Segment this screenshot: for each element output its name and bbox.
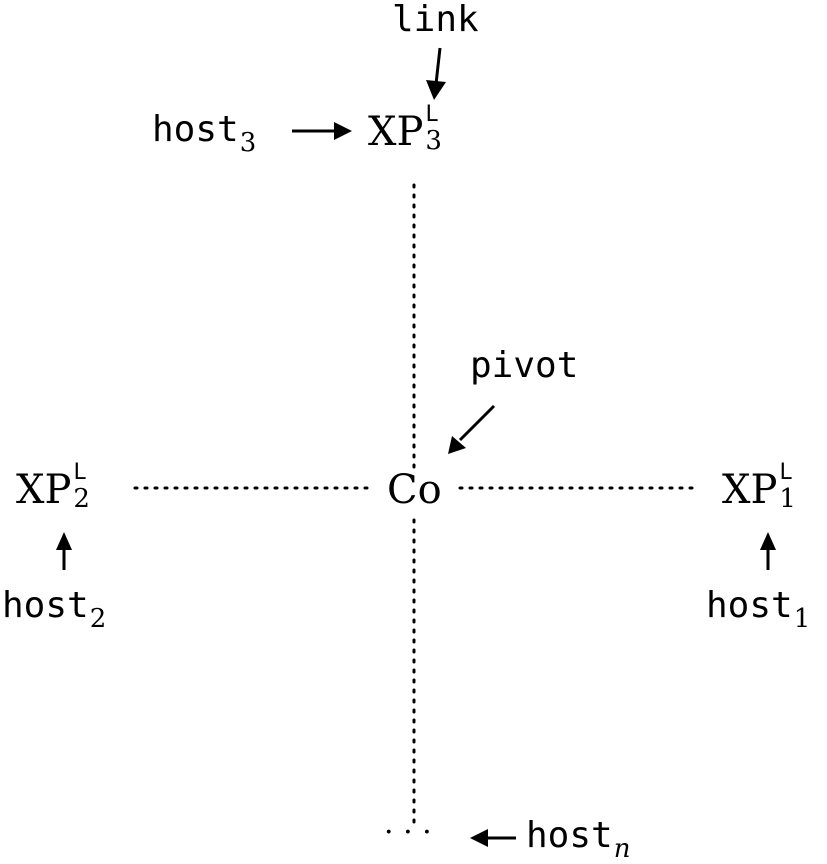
host1-base: host <box>706 585 793 626</box>
link-label: link <box>392 0 479 40</box>
arrow-host2-to-xp2 <box>56 532 72 570</box>
arrow-host1-to-xp1 <box>760 532 776 570</box>
node-ellipsis: · · · <box>384 815 432 850</box>
xp3-base: XP <box>368 109 424 155</box>
xp3-sub: 3 <box>425 126 442 156</box>
host2-sub: 2 <box>89 604 107 634</box>
xp2-sub: 2 <box>73 484 90 514</box>
xp1-sup: L <box>779 460 793 485</box>
arrow-host3-to-xp3 <box>292 122 352 140</box>
arrow-link-to-xp3 <box>426 47 446 100</box>
xp1-sub: 1 <box>779 484 796 514</box>
host3-base: host <box>152 109 239 150</box>
host2-label: host2 <box>2 585 106 633</box>
xp1-base: XP <box>722 467 778 513</box>
host3-sub: 3 <box>239 128 257 158</box>
node-center: Co <box>387 467 442 513</box>
host1-label: host1 <box>706 585 810 633</box>
arrow-pivot-to-center <box>448 404 496 454</box>
xp3-sup: L <box>425 102 439 127</box>
arrow-hostn-to-ellipsis <box>470 829 516 847</box>
host2-base: host <box>2 585 89 626</box>
xp2-base: XP <box>16 467 72 513</box>
xp2-sup: L <box>73 460 87 485</box>
host3-label: host3 <box>152 109 256 157</box>
hostn-label: hostn <box>526 815 630 863</box>
pivot-label: pivot <box>470 345 579 386</box>
hostn-sub: n <box>613 834 631 864</box>
host1-sub: 1 <box>793 604 811 634</box>
hostn-base: host <box>526 815 613 856</box>
